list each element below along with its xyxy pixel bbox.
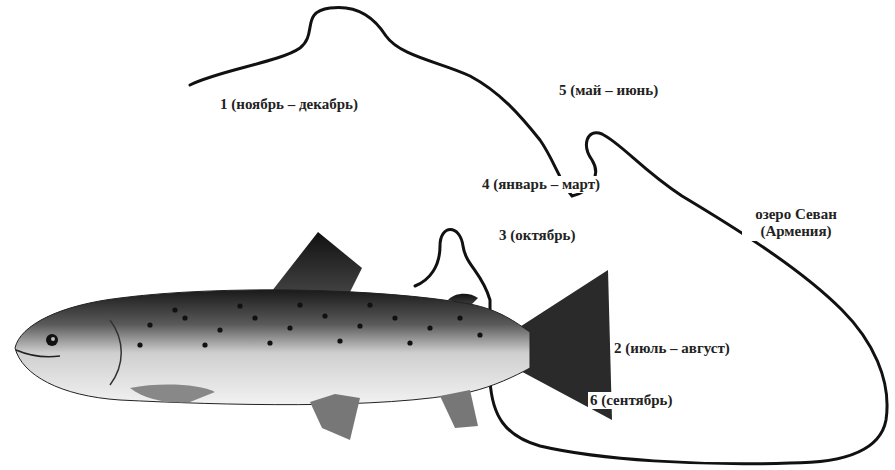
lake-name: озеро Севан (Армения) — [742, 206, 850, 241]
trout-illustration — [15, 232, 612, 440]
season-label: 3 (октябрь) — [497, 227, 577, 244]
season-label: 5 (май – июнь) — [557, 82, 660, 99]
season-label: 1 (ноябрь – декабрь) — [218, 96, 360, 113]
season-label: 2 (июль – август) — [612, 340, 732, 357]
season-label: 4 (январь – март) — [480, 176, 602, 193]
season-label: 6 (сентябрь) — [588, 392, 674, 409]
